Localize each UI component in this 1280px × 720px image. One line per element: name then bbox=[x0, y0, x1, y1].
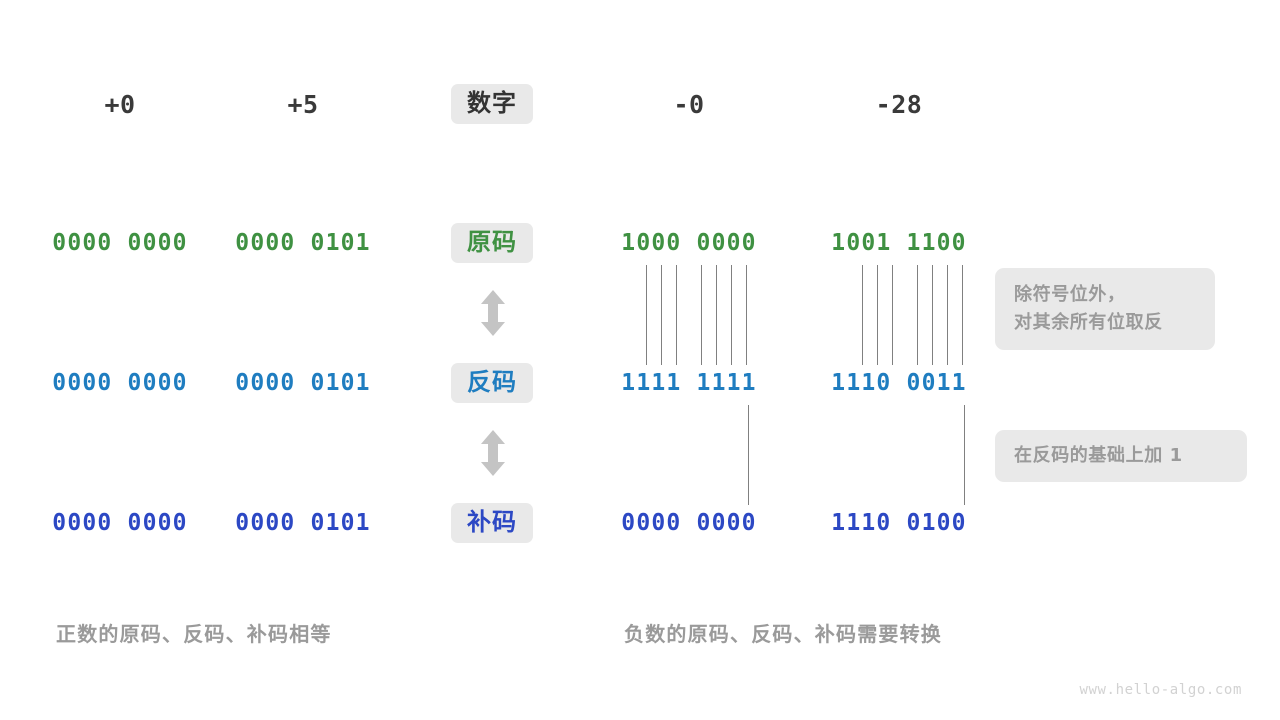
connector-line bbox=[932, 265, 933, 365]
connector-line bbox=[676, 265, 677, 365]
note-invert-non-sign-bits: 除符号位外， 对其余所有位取反 bbox=[995, 268, 1215, 350]
double-arrow-icon-inverse-to-complement bbox=[478, 429, 508, 477]
connector-line bbox=[947, 265, 948, 365]
watermark-url: www.hello-algo.com bbox=[1079, 682, 1242, 698]
connector-line bbox=[964, 405, 965, 505]
original-plus-five: 0000 0101 bbox=[203, 220, 403, 266]
complement-plus-zero: 0000 0000 bbox=[20, 500, 220, 546]
connector-line bbox=[646, 265, 647, 365]
row-label-number-chip: 数字 bbox=[451, 84, 533, 124]
original-minus-zero: 1000 0000 bbox=[589, 220, 789, 266]
inverse-minus-twentyeight: 1110 0011 bbox=[799, 360, 999, 406]
row-label-inverse-chip: 反码 bbox=[451, 363, 533, 403]
complement-minus-twentyeight: 1110 0100 bbox=[799, 500, 999, 546]
row-label-original: 原码 bbox=[412, 220, 572, 266]
inverse-plus-five: 0000 0101 bbox=[203, 360, 403, 406]
original-minus-zero-bits: 1000 0000 bbox=[621, 230, 757, 256]
row-label-original-chip: 原码 bbox=[451, 223, 533, 263]
inverse-minus-zero: 1111 1111 bbox=[589, 360, 789, 406]
connector-line bbox=[746, 265, 747, 365]
value-minus-zero-text: -0 bbox=[673, 89, 705, 119]
value-minus-zero: -0 bbox=[589, 82, 789, 126]
connector-line bbox=[917, 265, 918, 365]
value-plus-zero-text: +0 bbox=[104, 89, 136, 119]
inverse-plus-zero-bits: 0000 0000 bbox=[52, 370, 188, 396]
row-label-inverse: 反码 bbox=[412, 360, 572, 406]
complement-plus-five: 0000 0101 bbox=[203, 500, 403, 546]
value-plus-five: +5 bbox=[203, 82, 403, 126]
complement-minus-zero: 0000 0000 bbox=[589, 500, 789, 546]
complement-minus-twentyeight-bits: 1110 0100 bbox=[831, 510, 967, 536]
value-minus-twentyeight: -28 bbox=[799, 82, 999, 126]
note-add-one-to-inverse: 在反码的基础上加 1 bbox=[995, 430, 1247, 482]
original-minus-twentyeight-bits: 1001 1100 bbox=[831, 230, 967, 256]
connector-line bbox=[661, 265, 662, 365]
value-minus-twentyeight-text: -28 bbox=[875, 89, 923, 119]
connector-line bbox=[701, 265, 702, 365]
connector-line bbox=[862, 265, 863, 365]
row-label-complement-chip: 补码 bbox=[451, 503, 533, 543]
inverse-minus-zero-bits: 1111 1111 bbox=[621, 370, 757, 396]
row-label-number: 数字 bbox=[412, 82, 572, 126]
inverse-minus-twentyeight-bits: 1110 0011 bbox=[831, 370, 967, 396]
complement-plus-five-bits: 0000 0101 bbox=[235, 510, 371, 536]
complement-minus-zero-bits: 0000 0000 bbox=[621, 510, 757, 536]
caption-negative-numbers: 负数的原码、反码、补码需要转换 bbox=[624, 622, 942, 646]
value-plus-zero: +0 bbox=[20, 82, 220, 126]
connector-line bbox=[716, 265, 717, 365]
double-arrow-icon-original-to-inverse bbox=[478, 289, 508, 337]
value-plus-five-text: +5 bbox=[287, 89, 319, 119]
caption-positive-numbers: 正数的原码、反码、补码相等 bbox=[56, 622, 332, 646]
original-minus-twentyeight: 1001 1100 bbox=[799, 220, 999, 266]
original-plus-zero-bits: 0000 0000 bbox=[52, 230, 188, 256]
connector-line bbox=[892, 265, 893, 365]
complement-plus-zero-bits: 0000 0000 bbox=[52, 510, 188, 536]
original-plus-zero: 0000 0000 bbox=[20, 220, 220, 266]
inverse-plus-five-bits: 0000 0101 bbox=[235, 370, 371, 396]
connector-line bbox=[877, 265, 878, 365]
row-label-complement: 补码 bbox=[412, 500, 572, 546]
inverse-plus-zero: 0000 0000 bbox=[20, 360, 220, 406]
connector-line bbox=[731, 265, 732, 365]
original-plus-five-bits: 0000 0101 bbox=[235, 230, 371, 256]
connector-line bbox=[748, 405, 749, 505]
connector-line bbox=[962, 265, 963, 365]
